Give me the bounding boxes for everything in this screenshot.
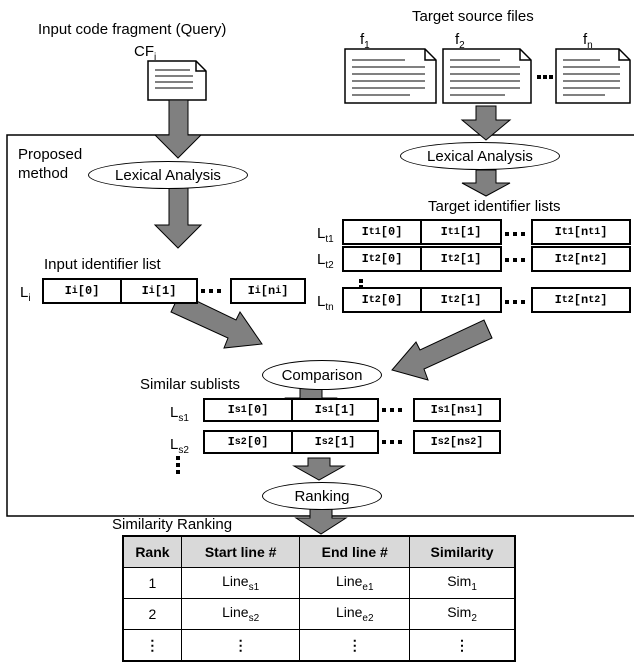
arrow-targets-to-comparison	[391, 319, 493, 381]
proposed-label: Proposed	[18, 146, 83, 163]
cell-rank: 2	[122, 598, 182, 630]
input-list-name: Li	[20, 284, 31, 304]
target-list-name-n: Ltn	[317, 293, 334, 313]
lexical-analysis-2: Lexical Analysis	[400, 142, 560, 170]
cell-start-line: Lines1	[180, 567, 301, 599]
document-icon-query	[147, 60, 207, 101]
cell-similarity: ⋮	[409, 629, 516, 662]
arrow-ranking-down	[294, 507, 348, 535]
header-end-line: End line #	[299, 535, 411, 568]
table-row: ⋮ ⋮ ⋮ ⋮	[122, 629, 516, 662]
table-row: 2 Lines2 Linee2 Sim2	[122, 598, 516, 630]
cell-rank: ⋮	[122, 629, 182, 662]
target-files-label: Target source files	[412, 8, 534, 25]
similarity-ranking-title: Similarity Ranking	[112, 516, 233, 533]
target-lists-label: Target identifier lists	[428, 198, 561, 215]
file-label-f2: f2	[455, 31, 465, 51]
target-list-name-1: Lt1	[317, 225, 334, 245]
target-list-name-2: Lt2	[317, 251, 334, 271]
table-row: 1 Lines1 Linee1 Sim1	[122, 567, 516, 599]
cell-end-line: ⋮	[299, 629, 411, 662]
cell-start-line: ⋮	[180, 629, 301, 662]
file-label-fn: fn	[583, 31, 593, 51]
arrow-lex2-down	[461, 169, 511, 197]
document-icon-fn	[555, 48, 631, 104]
table-header-row: Rank Start line # End line # Similarity	[122, 535, 516, 568]
input-list-label: Input identifier list	[44, 256, 161, 273]
similar-list-name-2: Ls2	[170, 436, 189, 456]
arrow-query-down	[153, 99, 203, 159]
files-ellipsis	[537, 75, 553, 79]
query-file-label: CFi	[134, 43, 157, 63]
header-rank: Rank	[122, 535, 182, 568]
document-icon-f1	[344, 48, 437, 104]
document-icon-f2	[442, 48, 532, 104]
arrow-similar-down	[292, 457, 346, 481]
cell-end-line: Linee2	[299, 598, 411, 630]
cell-start-line: Lines2	[180, 598, 301, 630]
comparison-ellipse: Comparison	[262, 360, 382, 390]
arrow-lex1-down	[153, 187, 203, 249]
arrow-files-down	[460, 105, 512, 141]
method-label: method	[18, 165, 69, 182]
similar-sublists-label: Similar sublists	[140, 376, 241, 393]
ranking-ellipse: Ranking	[262, 482, 382, 510]
header-start-line: Start line #	[180, 535, 301, 568]
ranking-table: Rank Start line # End line # Similarity …	[122, 535, 516, 662]
query-label: Input code fragment (Query)	[38, 21, 227, 38]
header-similarity: Similarity	[409, 535, 516, 568]
cell-similarity: Sim2	[409, 598, 516, 630]
file-label-f1: f1	[360, 31, 370, 51]
cell-similarity: Sim1	[409, 567, 516, 599]
cell-rank: 1	[122, 567, 182, 599]
cell-end-line: Linee1	[299, 567, 411, 599]
similar-list-name-1: Ls1	[170, 404, 189, 424]
lexical-analysis-1: Lexical Analysis	[88, 161, 248, 189]
